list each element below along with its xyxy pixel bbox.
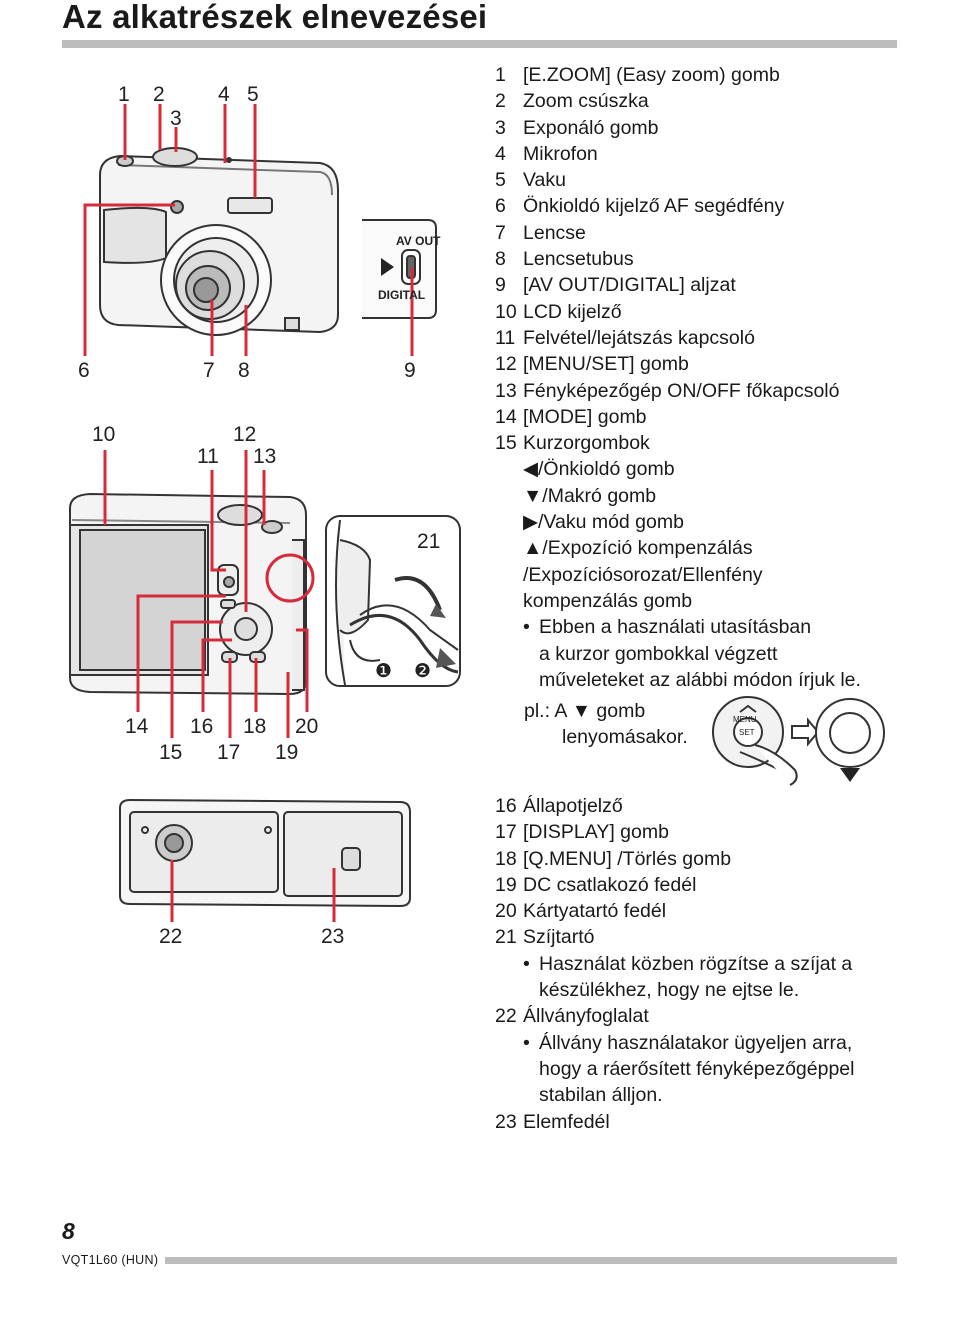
strap-note-line2: készülékhez, hogy ne ejtse le. <box>539 979 800 1002</box>
example-text: pl.: A ▼ gomb <box>524 700 646 722</box>
callout-5: 5 <box>247 83 259 106</box>
callout-8: 8 <box>238 359 250 382</box>
list-item: 14[MODE] gomb <box>495 405 647 428</box>
callout-21: 21 <box>417 530 440 553</box>
av-out-jack-drawing <box>362 219 437 319</box>
tripod-note-line2: hogy a ráerősített fényképezőgéppel <box>539 1057 855 1080</box>
callout-10: 10 <box>92 423 115 446</box>
callout-6: 6 <box>78 359 90 382</box>
cursor-left-item: ◀/Önkioldó gomb <box>523 458 675 481</box>
cursor-up-item: ▲/Expozíció kompenzálás <box>523 537 753 560</box>
page-number: 8 <box>62 1218 75 1244</box>
model-code: VQT1L60 (HUN) <box>62 1253 159 1267</box>
callout-14: 14 <box>125 715 149 738</box>
example-text-line2: lenyomásakor. <box>562 726 688 748</box>
step-1-marker: ❶ <box>375 661 392 682</box>
cursor-up-item-line2: /Expozíciósorozat/Ellenfény <box>523 563 763 586</box>
tripod-note-line3: stabilan álljon. <box>539 1084 663 1107</box>
cursor-note-line3: műveleteket az alábbi módon írjuk le. <box>539 668 861 691</box>
list-item: 9[AV OUT/DIGITAL] aljzat <box>495 274 736 297</box>
callout-3: 3 <box>170 107 182 130</box>
callout-7: 7 <box>203 359 215 382</box>
cursor-up-item-line3: kompenzálás gomb <box>523 589 693 612</box>
callout-2: 2 <box>153 83 165 106</box>
callout-23: 23 <box>321 925 344 948</box>
list-item: 18[Q.MENU] /Törlés gomb <box>495 847 732 870</box>
step-2-marker: ❷ <box>414 661 431 682</box>
cursor-note-line2: a kurzor gombokkal végzett <box>539 642 778 665</box>
strap-note: •Használat közben rögzítse a szíjat a <box>523 952 853 975</box>
tripod-note: •Állvány használatakor ügyeljen arra, <box>523 1031 853 1054</box>
callout-22: 22 <box>159 925 182 948</box>
callout-1: 1 <box>118 83 130 106</box>
callout-12: 12 <box>233 423 256 446</box>
callout-lines <box>83 104 414 922</box>
callout-11: 11 <box>197 445 219 468</box>
title-rule <box>62 40 897 48</box>
jack-label-digital: DIGITAL <box>378 288 425 302</box>
list-item: 17[DISPLAY] gomb <box>495 821 669 844</box>
dial-set-label: SET <box>739 728 755 737</box>
callout-19: 19 <box>275 741 298 764</box>
cursor-right-item: ▶/Vaku mód gomb <box>523 511 684 534</box>
callout-17: 17 <box>217 741 240 764</box>
callout-16: 16 <box>190 715 213 738</box>
callout-4: 4 <box>218 83 230 106</box>
camera-bottom-drawing <box>119 798 411 908</box>
footer-rule <box>165 1257 897 1264</box>
cursor-note: •Ebben a használati utasításban <box>523 616 812 639</box>
jack-label-av-out: AV OUT <box>396 234 441 248</box>
callout-20: 20 <box>295 715 318 738</box>
list-item: 1[E.ZOOM] (Easy zoom) gomb <box>495 64 780 86</box>
callout-18: 18 <box>243 715 266 738</box>
dial-menu-label: MENU <box>733 715 757 724</box>
cursor-down-item: ▼/Makró gomb <box>523 484 657 507</box>
callout-9: 9 <box>404 359 416 382</box>
callout-13: 13 <box>253 445 276 468</box>
cursor-dial-example <box>712 696 885 786</box>
callout-15: 15 <box>159 741 182 764</box>
strap-inset-drawing <box>325 515 461 687</box>
list-item: 12[MENU/SET] gomb <box>495 353 689 376</box>
page-title: Az alkatrészek elnevezései <box>62 0 488 35</box>
camera-front-drawing <box>99 147 339 336</box>
